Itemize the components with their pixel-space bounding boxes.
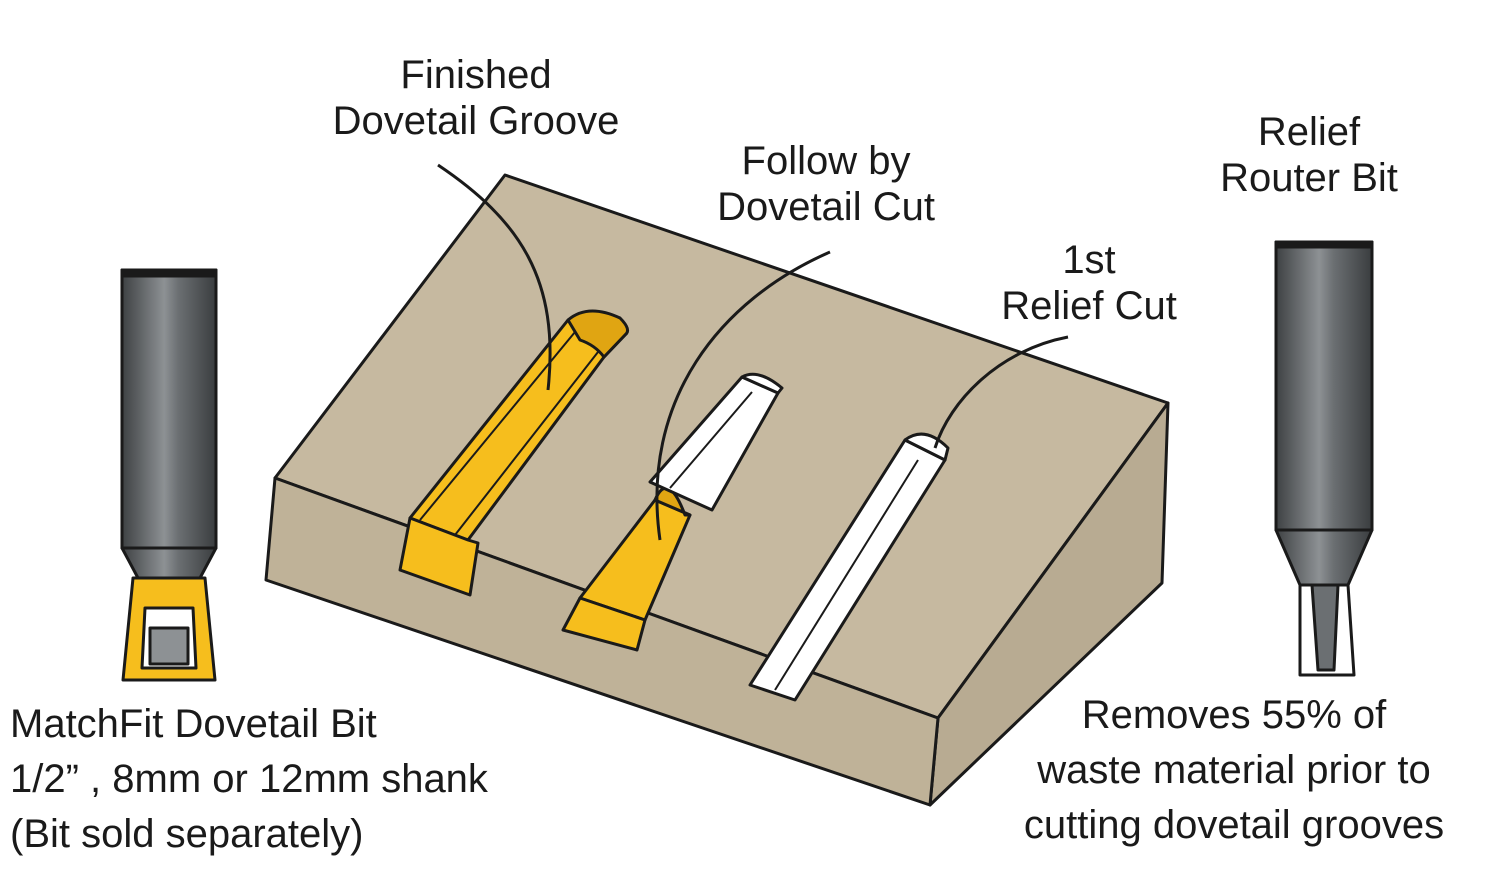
leader-relief-cut [933,335,1069,449]
label-first-relief-cut: 1st Relief Cut [1001,238,1177,328]
label-relief-router-bit: Relief Router Bit [1220,110,1398,200]
leader-finished [437,163,552,391]
label-follow-by-dovetail-cut: Follow by Dovetail Cut [717,139,935,229]
relief-router-bit [1274,240,1374,677]
label-finished-dovetail-groove: Finished Dovetail Groove [332,53,620,143]
leader-lines [437,163,1069,541]
matchfit-dovetail-bit [120,268,218,682]
dovetail-cut-in-progress [561,372,784,652]
leader-follow [655,250,831,541]
label-matchfit-dovetail-bit: MatchFit Dovetail Bit 1/2” , 8mm or 12mm… [10,702,488,856]
label-removes-waste: Removes 55% of waste material prior to c… [1023,693,1445,847]
